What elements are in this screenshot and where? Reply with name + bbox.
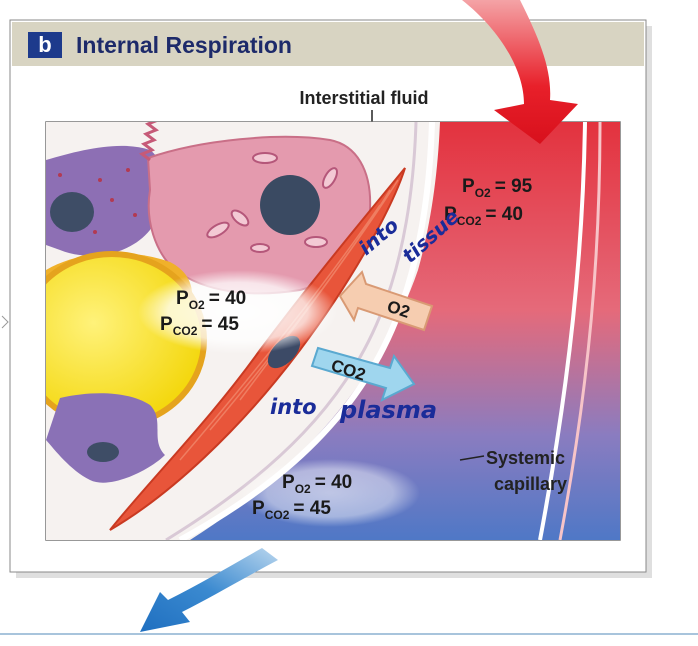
systemic-label: Systemic bbox=[486, 448, 565, 468]
o2-diffusion-arrow: O2 bbox=[338, 270, 434, 332]
purple-cell-bottom bbox=[46, 393, 165, 483]
capillary-label: capillary bbox=[494, 474, 567, 494]
capillary-wall-far bbox=[558, 122, 602, 540]
panel-letter-badge bbox=[28, 32, 62, 58]
panel-letter: b bbox=[38, 32, 51, 57]
blood-inflow-arrow bbox=[462, 0, 578, 144]
co2-diffusion-arrow: CO2 bbox=[310, 346, 416, 402]
cell-nucleus bbox=[50, 192, 94, 232]
arterial-po2-value: = 95 bbox=[495, 176, 533, 197]
tissue-pco2-value: = 45 bbox=[201, 314, 239, 335]
venous-po2-value: = 40 bbox=[315, 472, 353, 493]
svg-text:PCO2= 40: PCO2= 40 bbox=[444, 204, 523, 228]
capillary-wall-far-inner bbox=[538, 122, 587, 540]
arterial-pco2-value: = 40 bbox=[485, 204, 523, 225]
interstitial-fluid-label: Interstitial fluid bbox=[299, 88, 428, 108]
tissue-po2-value: = 40 bbox=[209, 288, 247, 309]
illustration bbox=[46, 122, 620, 540]
capillary-lumen bbox=[190, 122, 620, 540]
tissue-gas-values: PO2= 40 PCO2= 45 bbox=[160, 288, 246, 338]
svg-text:PO2= 40: PO2= 40 bbox=[176, 288, 246, 312]
systemic-capillary-leader bbox=[459, 455, 485, 461]
tissue-values-glow bbox=[138, 270, 338, 354]
venous-pco2-value: = 45 bbox=[293, 498, 331, 519]
blood-outflow-arrow bbox=[140, 548, 278, 632]
handwritten-into-2: into bbox=[270, 395, 317, 419]
panel-title: Internal Respiration bbox=[76, 32, 292, 58]
svg-text:PO2= 40: PO2= 40 bbox=[282, 472, 352, 496]
pink-cell-nucleus bbox=[260, 175, 320, 235]
svg-text:PCO2= 45: PCO2= 45 bbox=[252, 498, 331, 522]
handwritten-plasma: plasma bbox=[339, 396, 437, 424]
venous-gas-values: PO2= 40 PCO2= 45 bbox=[252, 472, 352, 522]
svg-text:PO2= 95: PO2= 95 bbox=[462, 176, 533, 200]
venous-values-glow bbox=[240, 459, 420, 527]
svg-text:PCO2= 45: PCO2= 45 bbox=[160, 314, 239, 338]
smooth-muscle-cell bbox=[109, 167, 406, 531]
cell-nucleus-bottom bbox=[87, 442, 119, 462]
microvilli bbox=[138, 122, 160, 162]
arterial-gas-values: PO2= 95 PCO2= 40 bbox=[444, 176, 533, 228]
margin-mark bbox=[1, 315, 9, 329]
